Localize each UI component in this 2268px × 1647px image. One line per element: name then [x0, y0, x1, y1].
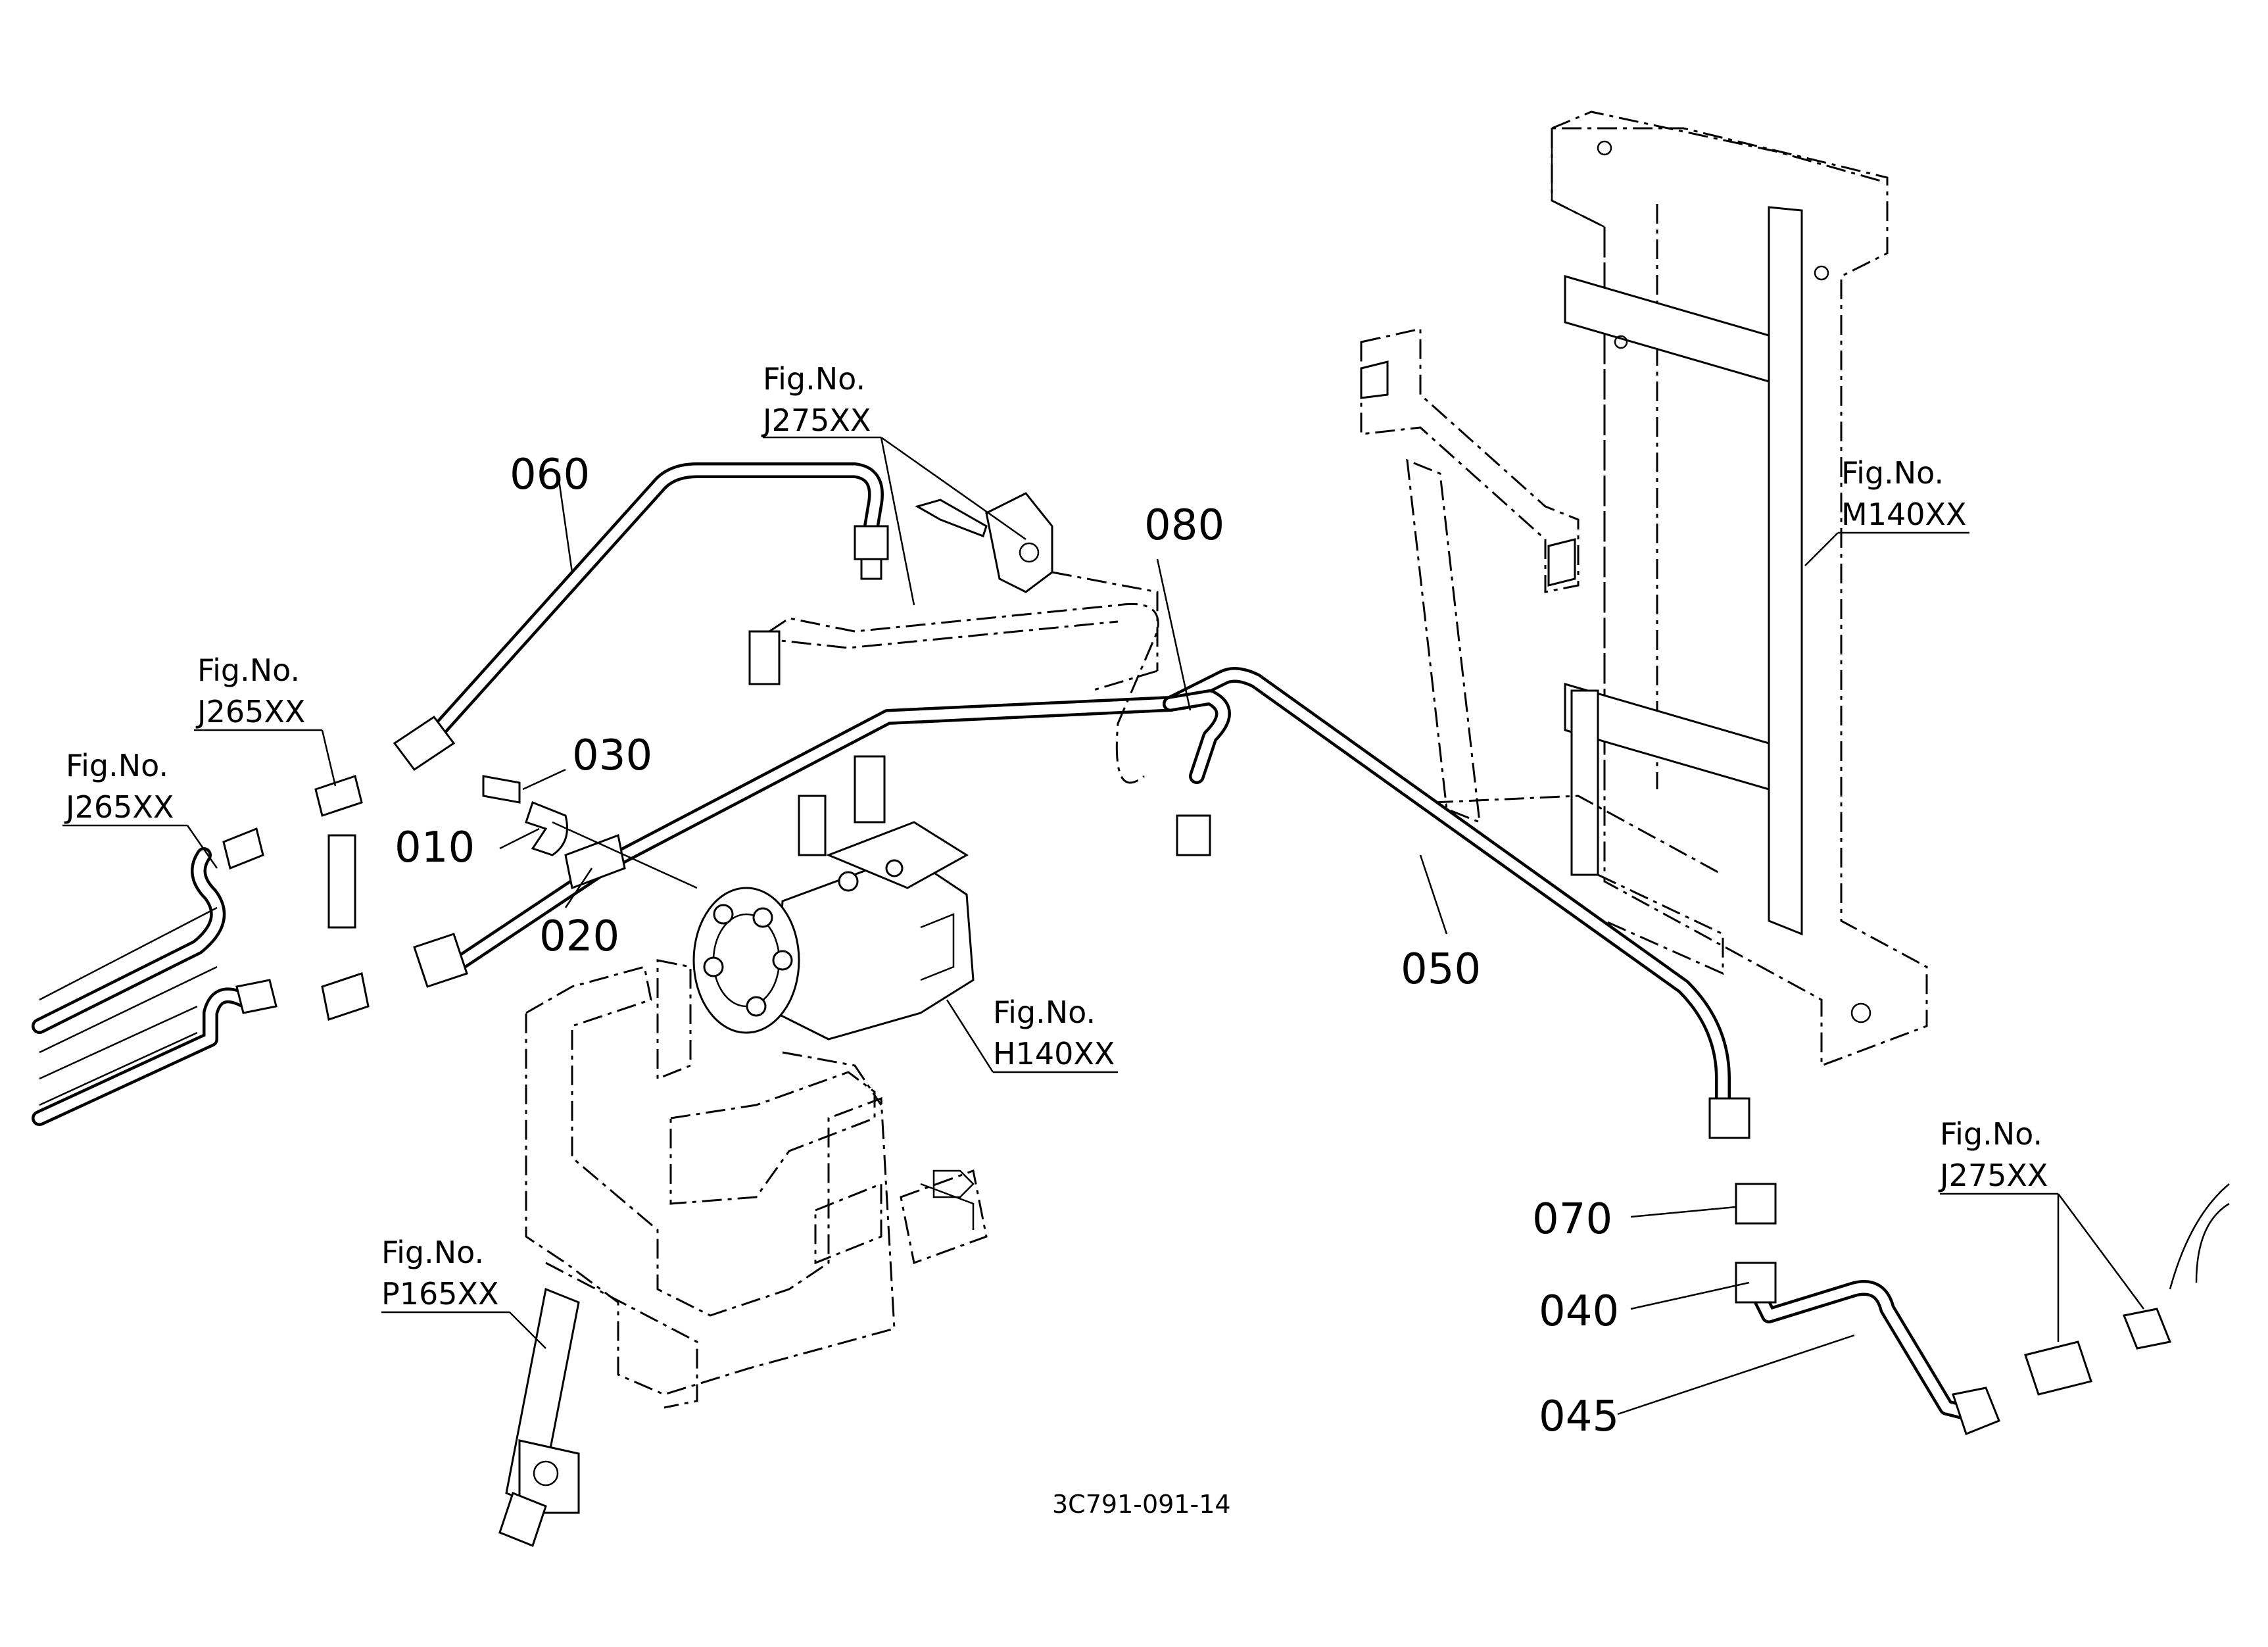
tube-060: [413, 462, 884, 758]
figref-m140-line1: Fig.No.: [1841, 455, 1944, 491]
part-number-labels: 060 030 010 020 080 050 070 040 045: [395, 451, 1619, 1441]
figref-j265-b-line1: Fig.No.: [66, 748, 168, 783]
part-label-030: 030: [572, 731, 652, 780]
figref-j275-right-line2: J275XX: [1938, 1158, 2048, 1193]
leader-lines: [499, 479, 1855, 1415]
figref-j265-b-line2: J265XX: [64, 789, 174, 825]
part-label-020: 020: [539, 912, 619, 961]
tube-dashed: [769, 602, 1159, 784]
pedal-bracket: [525, 959, 988, 1409]
part-label-040: 040: [1539, 1287, 1619, 1336]
figref-h140: Fig.No. H140XX: [993, 995, 1115, 1071]
figref-j265-a: Fig.No. J265XX: [195, 652, 305, 729]
figref-p165-line1: Fig.No.: [381, 1235, 484, 1270]
bracket-upper: [1360, 328, 1724, 876]
support-frame: [1551, 111, 1928, 1068]
figref-h140-line2: H140XX: [993, 1036, 1115, 1071]
tube-020: [446, 696, 1178, 975]
figure-reference-labels: Fig.No. J275XX Fig.No. J265XX Fig.No. J2…: [64, 361, 2048, 1312]
tube-050: [1163, 667, 1731, 1113]
figref-j275-right-line1: Fig.No.: [1940, 1116, 2042, 1152]
steering-valve: [692, 755, 975, 1041]
figref-j275-top-line2: J275XX: [761, 403, 871, 438]
clamp-dashline: [1051, 571, 1159, 671]
figref-lines: [62, 436, 2145, 1349]
figref-p165-line2: P165XX: [381, 1276, 499, 1312]
figref-j265-a-line1: Fig.No.: [197, 652, 300, 688]
tube-080: [1163, 689, 1231, 784]
left-tubes: [32, 847, 251, 1126]
figref-j275-top: Fig.No. J275XX: [761, 361, 871, 438]
figref-j265-b: Fig.No. J265XX: [64, 748, 174, 825]
part-label-060: 060: [510, 451, 590, 499]
figref-j265-a-line2: J265XX: [195, 694, 305, 729]
part-label-050: 050: [1401, 945, 1481, 994]
part-label-010: 010: [395, 823, 475, 872]
tube-right-end: [2169, 1183, 2230, 1290]
clamp-top: [915, 492, 1053, 593]
tube-045: [1748, 1280, 1981, 1422]
figref-h140-line1: Fig.No.: [993, 995, 1096, 1030]
figref-j275-top-line1: Fig.No.: [763, 361, 865, 397]
drawing-code: 3C791-091-14: [1052, 1490, 1231, 1519]
part-label-045: 045: [1539, 1392, 1619, 1441]
part-label-080: 080: [1144, 501, 1224, 550]
pedal-arm: [498, 1287, 580, 1547]
figref-j275-right: Fig.No. J275XX: [1938, 1116, 2048, 1193]
part-label-070: 070: [1532, 1195, 1612, 1244]
figref-p165: Fig.No. P165XX: [381, 1235, 499, 1312]
figref-m140: Fig.No. M140XX: [1841, 455, 1967, 532]
figref-m140-line2: M140XX: [1841, 497, 1967, 532]
